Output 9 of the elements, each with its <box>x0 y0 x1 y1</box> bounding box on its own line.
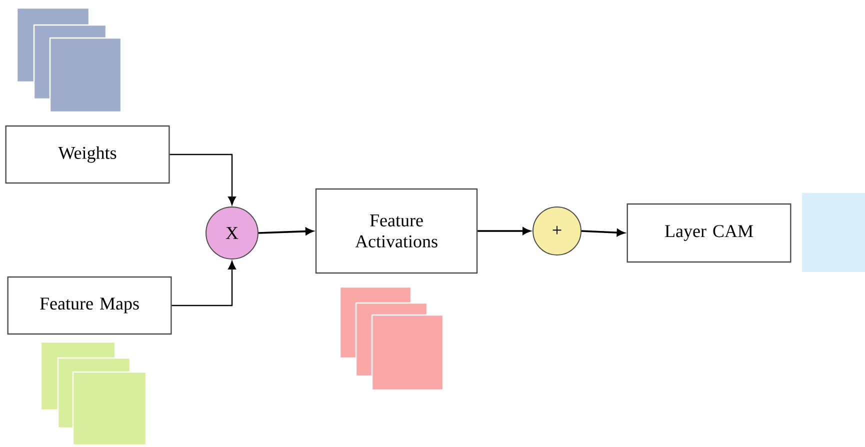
arrow <box>581 228 624 236</box>
process-box: Feature Maps <box>7 276 172 335</box>
arrow <box>258 228 314 235</box>
arrow <box>478 227 530 235</box>
process-box: Weights <box>5 125 170 184</box>
arrow <box>170 154 236 206</box>
arrow <box>172 261 236 306</box>
process-box: Feature Activations <box>315 188 478 274</box>
process-box: Layer CAM <box>626 203 792 263</box>
